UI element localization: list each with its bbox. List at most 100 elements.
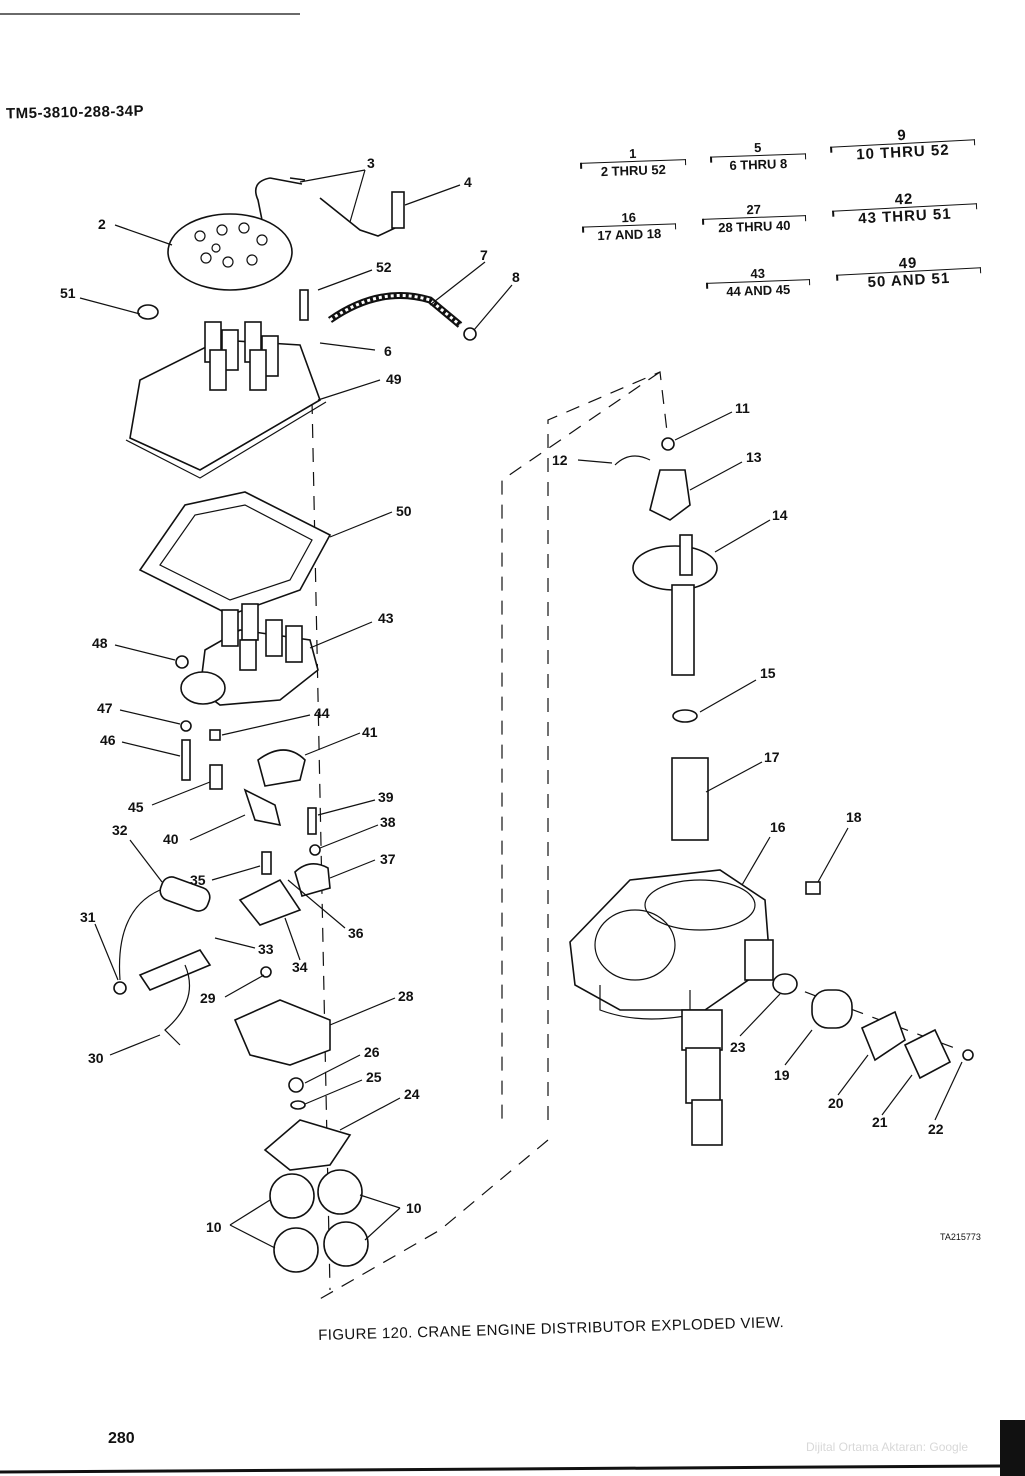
callout-38: 38 (380, 814, 396, 830)
screw-part-39 (307, 807, 317, 835)
callout-36: 36 (348, 925, 364, 941)
breaker-plate-part-28 (233, 999, 331, 1066)
callout-6: 6 (384, 343, 392, 359)
vent-tube-part-3 (254, 177, 306, 221)
lead-part-30 (164, 964, 191, 1046)
screw-part-35 (261, 851, 272, 875)
callout-25: 25 (366, 1069, 382, 1085)
callout-numbers: 2 3 4 7 8 51 52 6 49 50 43 48 47 44 46 4… (60, 155, 944, 1235)
callout-52: 52 (376, 259, 392, 275)
weight-part-10a (269, 1173, 315, 1219)
nut-part-31 (113, 981, 127, 995)
fitting-part-4 (391, 191, 405, 229)
assembly-line-inner (547, 371, 669, 1120)
rotor-part-41 (257, 749, 306, 787)
pin-part-11 (661, 437, 675, 451)
condenser-lead (118, 889, 161, 981)
rotor-housing-part-43 (180, 603, 319, 706)
callout-11: 11 (735, 400, 750, 416)
callout-28: 28 (398, 988, 414, 1004)
cover-part-21 (903, 1028, 952, 1080)
callout-44: 44 (314, 705, 330, 721)
watermark: Dijital Ortama Aktaran: Google (806, 1440, 969, 1454)
weight-part-10c (273, 1227, 319, 1273)
callout-23: 23 (730, 1039, 746, 1055)
callout-10-left: 10 (206, 1219, 222, 1235)
callout-22: 22 (928, 1121, 944, 1137)
shaft-part-14 (671, 584, 695, 676)
callout-26: 26 (364, 1044, 380, 1060)
screw-part-29 (260, 966, 272, 978)
callout-39: 39 (378, 789, 394, 805)
assembly-line-bottom (317, 1139, 549, 1301)
callout-46: 46 (100, 732, 116, 748)
sleeve-part-17 (671, 757, 709, 841)
gasket-part-20 (860, 1010, 906, 1062)
distributor-cap-part-49 (125, 321, 327, 479)
callout-19: 19 (774, 1067, 790, 1083)
callout-20: 20 (828, 1095, 844, 1111)
spring-part-45 (209, 764, 223, 790)
callout-24: 24 (404, 1086, 420, 1102)
callout-41: 41 (362, 724, 378, 740)
vent-elbow-part-3 (319, 197, 396, 237)
callout-33: 33 (258, 941, 274, 957)
callout-35: 35 (190, 872, 206, 888)
bracket-part-33 (138, 949, 212, 991)
callout-34: 34 (292, 959, 308, 975)
bottom-scan-edge (0, 1464, 1001, 1474)
washer-part-47 (180, 720, 192, 732)
callout-30: 30 (88, 1050, 104, 1066)
clip-part-40 (243, 788, 282, 827)
art-code: TA215773 (940, 1232, 981, 1242)
callout-16: 16 (770, 819, 786, 835)
callout-12: 12 (552, 452, 568, 468)
distributor-housing-part-16 (569, 869, 774, 1146)
weight-plate-part-24 (263, 1119, 352, 1171)
callout-40: 40 (163, 831, 179, 847)
callout-45: 45 (128, 799, 144, 815)
brush-part-44 (209, 729, 221, 741)
condenser-part-32 (159, 876, 211, 912)
seal-part-23 (772, 973, 798, 995)
callout-8: 8 (512, 269, 520, 285)
terminal-part-8 (463, 327, 477, 341)
callout-14: 14 (772, 507, 788, 523)
leader-lines (79, 169, 963, 1249)
callout-31: 31 (80, 909, 96, 925)
washer-part-15 (672, 709, 698, 723)
callout-10-right: 10 (406, 1200, 422, 1216)
callout-2: 2 (98, 216, 106, 232)
cam-part-13 (649, 469, 691, 521)
callout-37: 37 (380, 851, 396, 867)
vacuum-unit-part-19 (811, 989, 853, 1029)
plug-part-51 (137, 304, 159, 320)
callout-3: 3 (367, 155, 375, 171)
page-number: 280 (108, 1430, 135, 1447)
shaft-plate-part-14 (632, 545, 718, 591)
callout-32: 32 (112, 822, 128, 838)
callout-29: 29 (200, 990, 216, 1006)
washer-part-48 (175, 655, 189, 669)
weight-part-10b (317, 1169, 363, 1215)
callout-50: 50 (396, 503, 412, 519)
bushing-part-37 (294, 863, 331, 897)
washer-part-38 (309, 844, 321, 856)
callout-47: 47 (97, 700, 113, 716)
cap-plate-part-2 (167, 213, 293, 291)
callout-18: 18 (846, 809, 862, 825)
screw-part-22 (962, 1049, 974, 1061)
breaker-point-part-34 (238, 878, 302, 926)
screw-part-52 (299, 289, 309, 321)
callout-17: 17 (764, 749, 780, 765)
callout-13: 13 (746, 449, 762, 465)
callout-21: 21 (872, 1114, 888, 1130)
fitting-part-18 (805, 881, 821, 895)
callout-7: 7 (480, 247, 488, 263)
spring-part-12 (614, 455, 651, 466)
callout-48: 48 (92, 635, 108, 651)
nut-part-26 (288, 1077, 304, 1093)
screw-part-46 (181, 739, 191, 781)
callout-4: 4 (464, 174, 472, 190)
